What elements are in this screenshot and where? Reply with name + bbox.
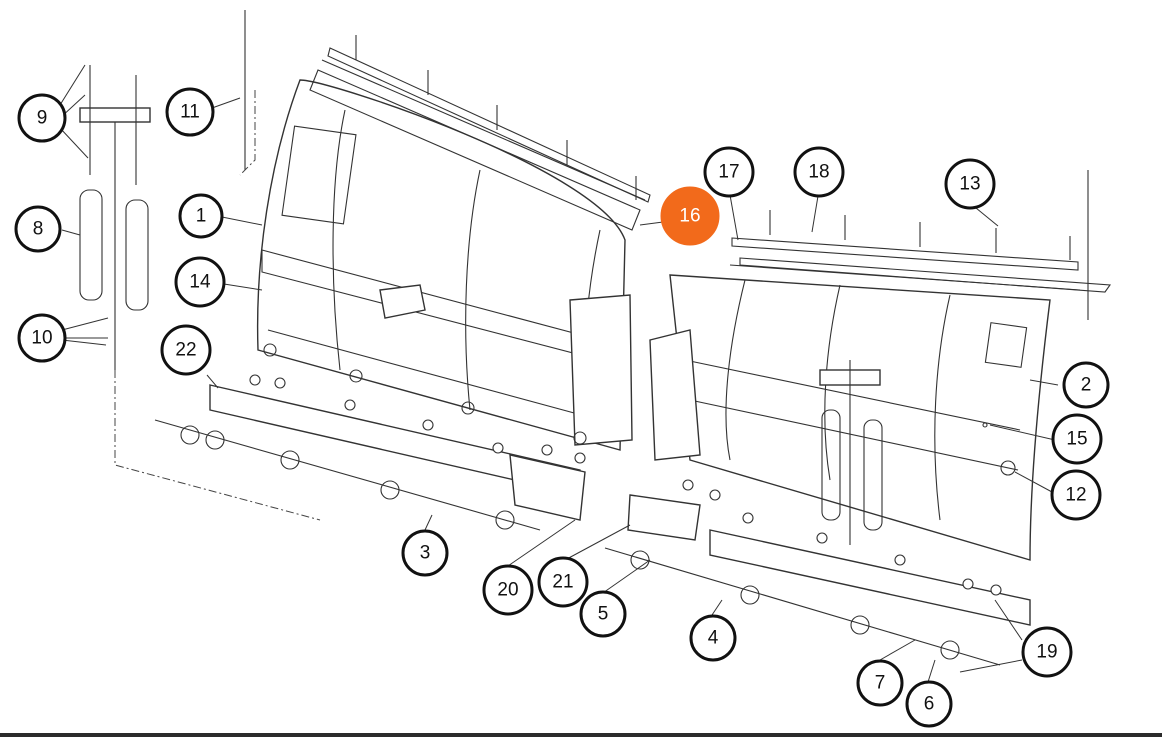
svg-text:5: 5 xyxy=(598,604,609,625)
callout-17[interactable]: 17 xyxy=(703,146,755,198)
svg-text:21: 21 xyxy=(552,572,573,593)
callout-13[interactable]: 13 xyxy=(944,158,996,210)
svg-text:8: 8 xyxy=(33,219,44,240)
callout-7[interactable]: 7 xyxy=(856,659,904,707)
callout-3[interactable]: 3 xyxy=(401,529,449,577)
svg-text:12: 12 xyxy=(1065,485,1086,506)
leader-lines xyxy=(59,64,1059,683)
callout-10[interactable]: 10 xyxy=(17,313,67,363)
callout-20[interactable]: 20 xyxy=(482,564,534,616)
svg-text:17: 17 xyxy=(718,162,739,183)
right-cutting-edge-bar xyxy=(604,494,1031,666)
callout-16[interactable]: 16 xyxy=(660,186,720,246)
left-spring-assembly xyxy=(79,10,246,370)
callout-12[interactable]: 12 xyxy=(1050,469,1102,521)
callout-19[interactable]: 19 xyxy=(1021,626,1073,678)
left-cutting-edge-bar xyxy=(154,384,586,531)
svg-text:2: 2 xyxy=(1081,375,1092,396)
svg-text:18: 18 xyxy=(808,162,829,183)
right-moldboard-blade xyxy=(649,264,1081,561)
callout-6[interactable]: 6 xyxy=(905,680,953,728)
svg-text:20: 20 xyxy=(497,580,518,601)
callout-1[interactable]: 1 xyxy=(178,193,224,239)
callout-9[interactable]: 9 xyxy=(17,93,67,143)
callout-14[interactable]: 14 xyxy=(174,256,226,308)
bolts xyxy=(249,374,1002,596)
callout-21[interactable]: 21 xyxy=(537,556,589,608)
left-blade-top-edge xyxy=(327,35,651,203)
callout-11[interactable]: 11 xyxy=(165,87,215,137)
svg-text:15: 15 xyxy=(1066,429,1087,450)
right-blade-springs xyxy=(819,360,883,545)
callout-4[interactable]: 4 xyxy=(689,614,737,662)
svg-text:4: 4 xyxy=(708,628,719,649)
svg-text:6: 6 xyxy=(924,694,935,715)
bottom-divider xyxy=(0,733,1162,737)
callout-22[interactable]: 22 xyxy=(160,324,212,376)
svg-text:19: 19 xyxy=(1036,642,1057,663)
svg-text:1: 1 xyxy=(196,206,207,227)
callout-8[interactable]: 8 xyxy=(14,205,62,253)
svg-text:13: 13 xyxy=(959,174,980,195)
callout-15[interactable]: 15 xyxy=(1051,413,1103,465)
svg-text:7: 7 xyxy=(875,673,886,694)
svg-text:11: 11 xyxy=(180,102,200,123)
left-moldboard-blade xyxy=(256,59,646,451)
svg-text:22: 22 xyxy=(175,340,196,361)
svg-text:10: 10 xyxy=(31,328,52,349)
right-blade-top-edge xyxy=(731,210,1112,293)
callouts: 9 11 1 8 14 10 22 3 xyxy=(14,87,1110,728)
svg-text:9: 9 xyxy=(37,108,48,129)
svg-text:14: 14 xyxy=(189,272,211,293)
callout-5[interactable]: 5 xyxy=(579,590,627,638)
svg-text:16: 16 xyxy=(679,206,700,227)
callout-2[interactable]: 2 xyxy=(1062,361,1110,409)
callout-18[interactable]: 18 xyxy=(793,146,845,198)
svg-text:3: 3 xyxy=(420,543,431,564)
